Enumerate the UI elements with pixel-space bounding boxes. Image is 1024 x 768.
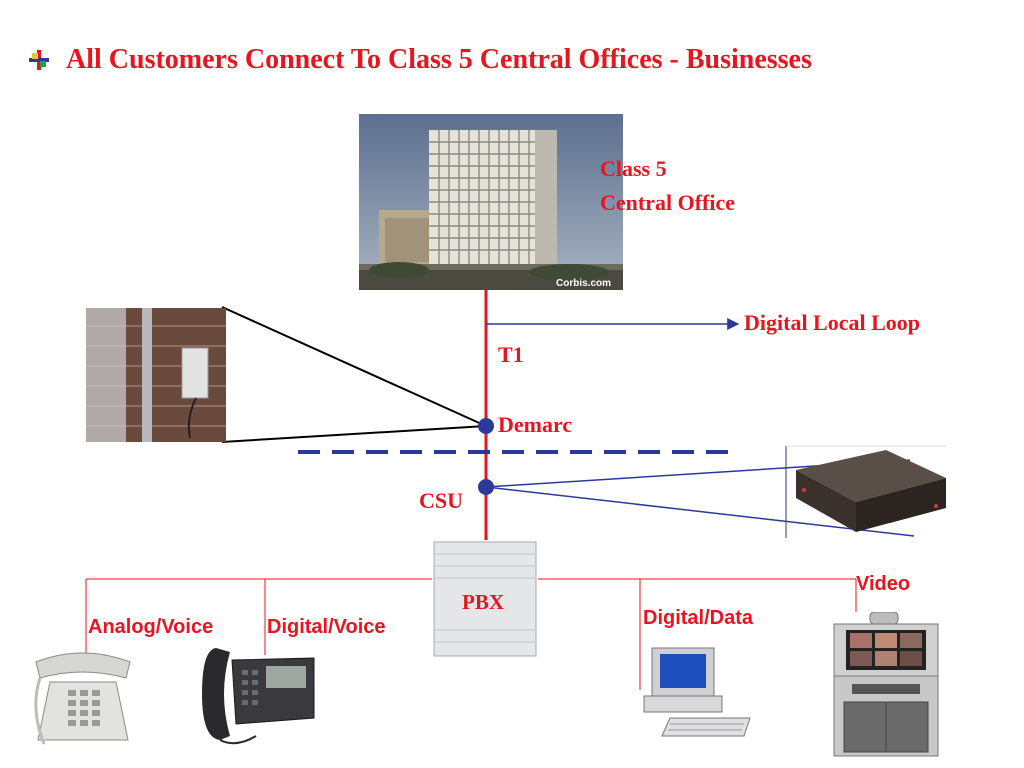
t1-label: T1	[498, 342, 524, 367]
digital-phone-icon	[202, 648, 315, 745]
video-conference-icon	[833, 612, 939, 757]
demarc-label: Demarc	[498, 412, 573, 437]
digital-data-label: Digital/Data	[643, 607, 754, 629]
csu-zoom-line-bottom	[485, 486, 915, 537]
computer-icon	[643, 647, 751, 737]
photo-watermark: Corbis.com	[556, 278, 612, 289]
central-office-label-line1: Class 5	[600, 156, 667, 181]
video-label: Video	[856, 573, 911, 595]
demarc-node	[478, 418, 494, 434]
csu-label: CSU	[419, 488, 464, 513]
analog-phone-icon	[34, 652, 131, 745]
csu-node	[478, 479, 494, 495]
page-title: All Customers Connect To Class 5 Central…	[66, 44, 812, 75]
csu-device-icon	[796, 450, 946, 532]
central-office-label-line2: Central Office	[600, 190, 735, 215]
demarc-zoom-line-top	[221, 306, 487, 427]
pbx-label: PBX	[462, 590, 504, 614]
demarc-zoom-line-bottom	[221, 425, 487, 443]
demarc-box-photo	[86, 308, 226, 442]
analog-voice-label: Analog/Voice	[88, 616, 214, 638]
digital-voice-label: Digital/Voice	[267, 616, 386, 638]
digital-local-loop-label: Digital Local Loop	[744, 310, 921, 335]
bullet-icon	[29, 50, 49, 70]
pbx-cabinet-icon	[433, 541, 537, 657]
office-building-photo	[359, 114, 623, 290]
